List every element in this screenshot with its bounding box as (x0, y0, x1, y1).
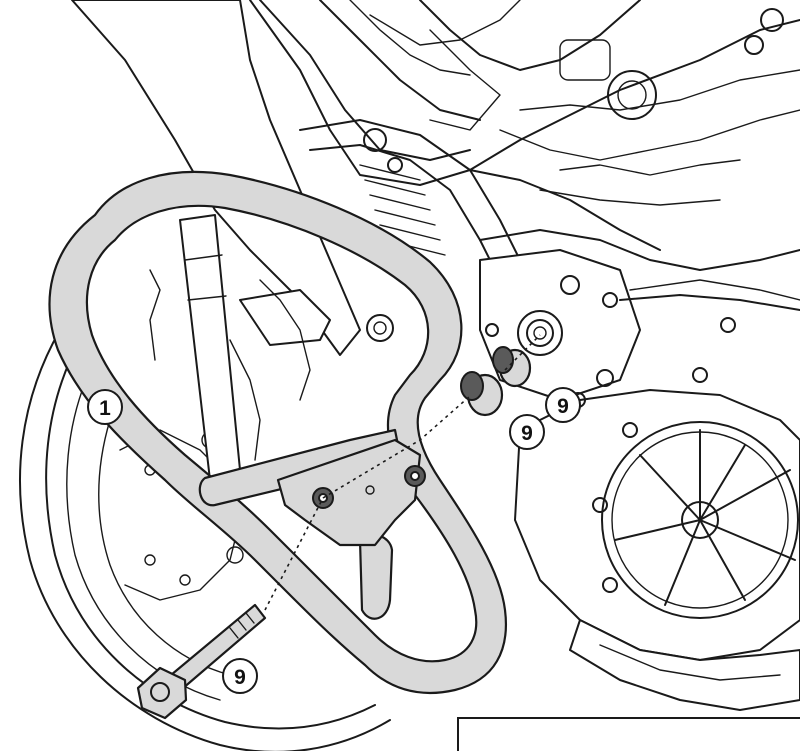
clutch-cover (514, 317, 800, 661)
inset-frame (457, 717, 800, 751)
spacer-upper (492, 346, 532, 388)
frame-mount-boss (517, 310, 563, 356)
callout-9-lower-label: 9 (521, 422, 533, 445)
callout-9-upper-label: 9 (557, 395, 569, 418)
callout-9-lower: 9 (509, 414, 545, 450)
callout-1-label: 1 (99, 397, 111, 420)
motorcycle-outline (19, 0, 800, 751)
crash-bar (48, 170, 507, 695)
callout-9-bolt: 9 (222, 658, 258, 694)
assembly-guide-lines (264, 334, 541, 611)
spacer-lower (460, 371, 504, 417)
callout-9-bolt-label: 9 (234, 666, 246, 689)
bolt (136, 603, 267, 720)
front-fork (149, 214, 331, 481)
callout-1: 1 (87, 389, 123, 425)
callout-9-upper: 9 (545, 387, 581, 423)
